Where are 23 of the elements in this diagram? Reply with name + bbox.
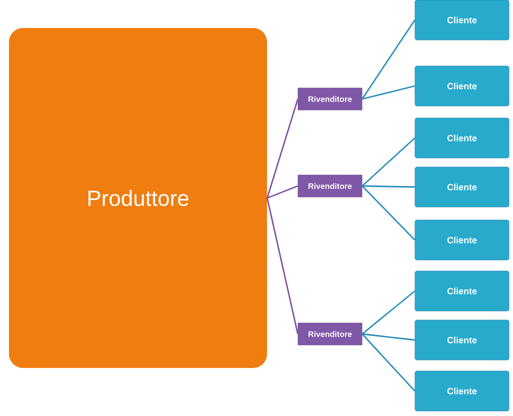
- customer-box: Cliente: [414, 118, 510, 158]
- connector-line: [266, 98, 298, 198]
- connector-line: [362, 185, 415, 188]
- producer-box: Produttore: [9, 28, 267, 368]
- connector-line: [362, 20, 416, 100]
- customer-box: Cliente: [414, 66, 510, 106]
- reseller-box: Rivenditore: [298, 88, 362, 110]
- customer-box: Cliente: [414, 370, 510, 412]
- connector-line: [266, 198, 298, 334]
- connector-line: [362, 333, 415, 341]
- customer-box: Cliente: [414, 0, 510, 40]
- connector-line: [362, 137, 416, 187]
- customer-box: Cliente: [414, 320, 510, 360]
- customer-box: Cliente: [414, 166, 510, 208]
- connector-line: [362, 334, 416, 392]
- reseller-box: Rivenditore: [298, 322, 362, 346]
- connector-line: [362, 290, 416, 335]
- connector-line: [362, 186, 416, 240]
- connector-line: [266, 185, 298, 199]
- reseller-box: Rivenditore: [298, 174, 362, 198]
- customer-box: Cliente: [414, 220, 510, 260]
- connector-line: [362, 85, 415, 100]
- customer-box: Cliente: [414, 270, 510, 312]
